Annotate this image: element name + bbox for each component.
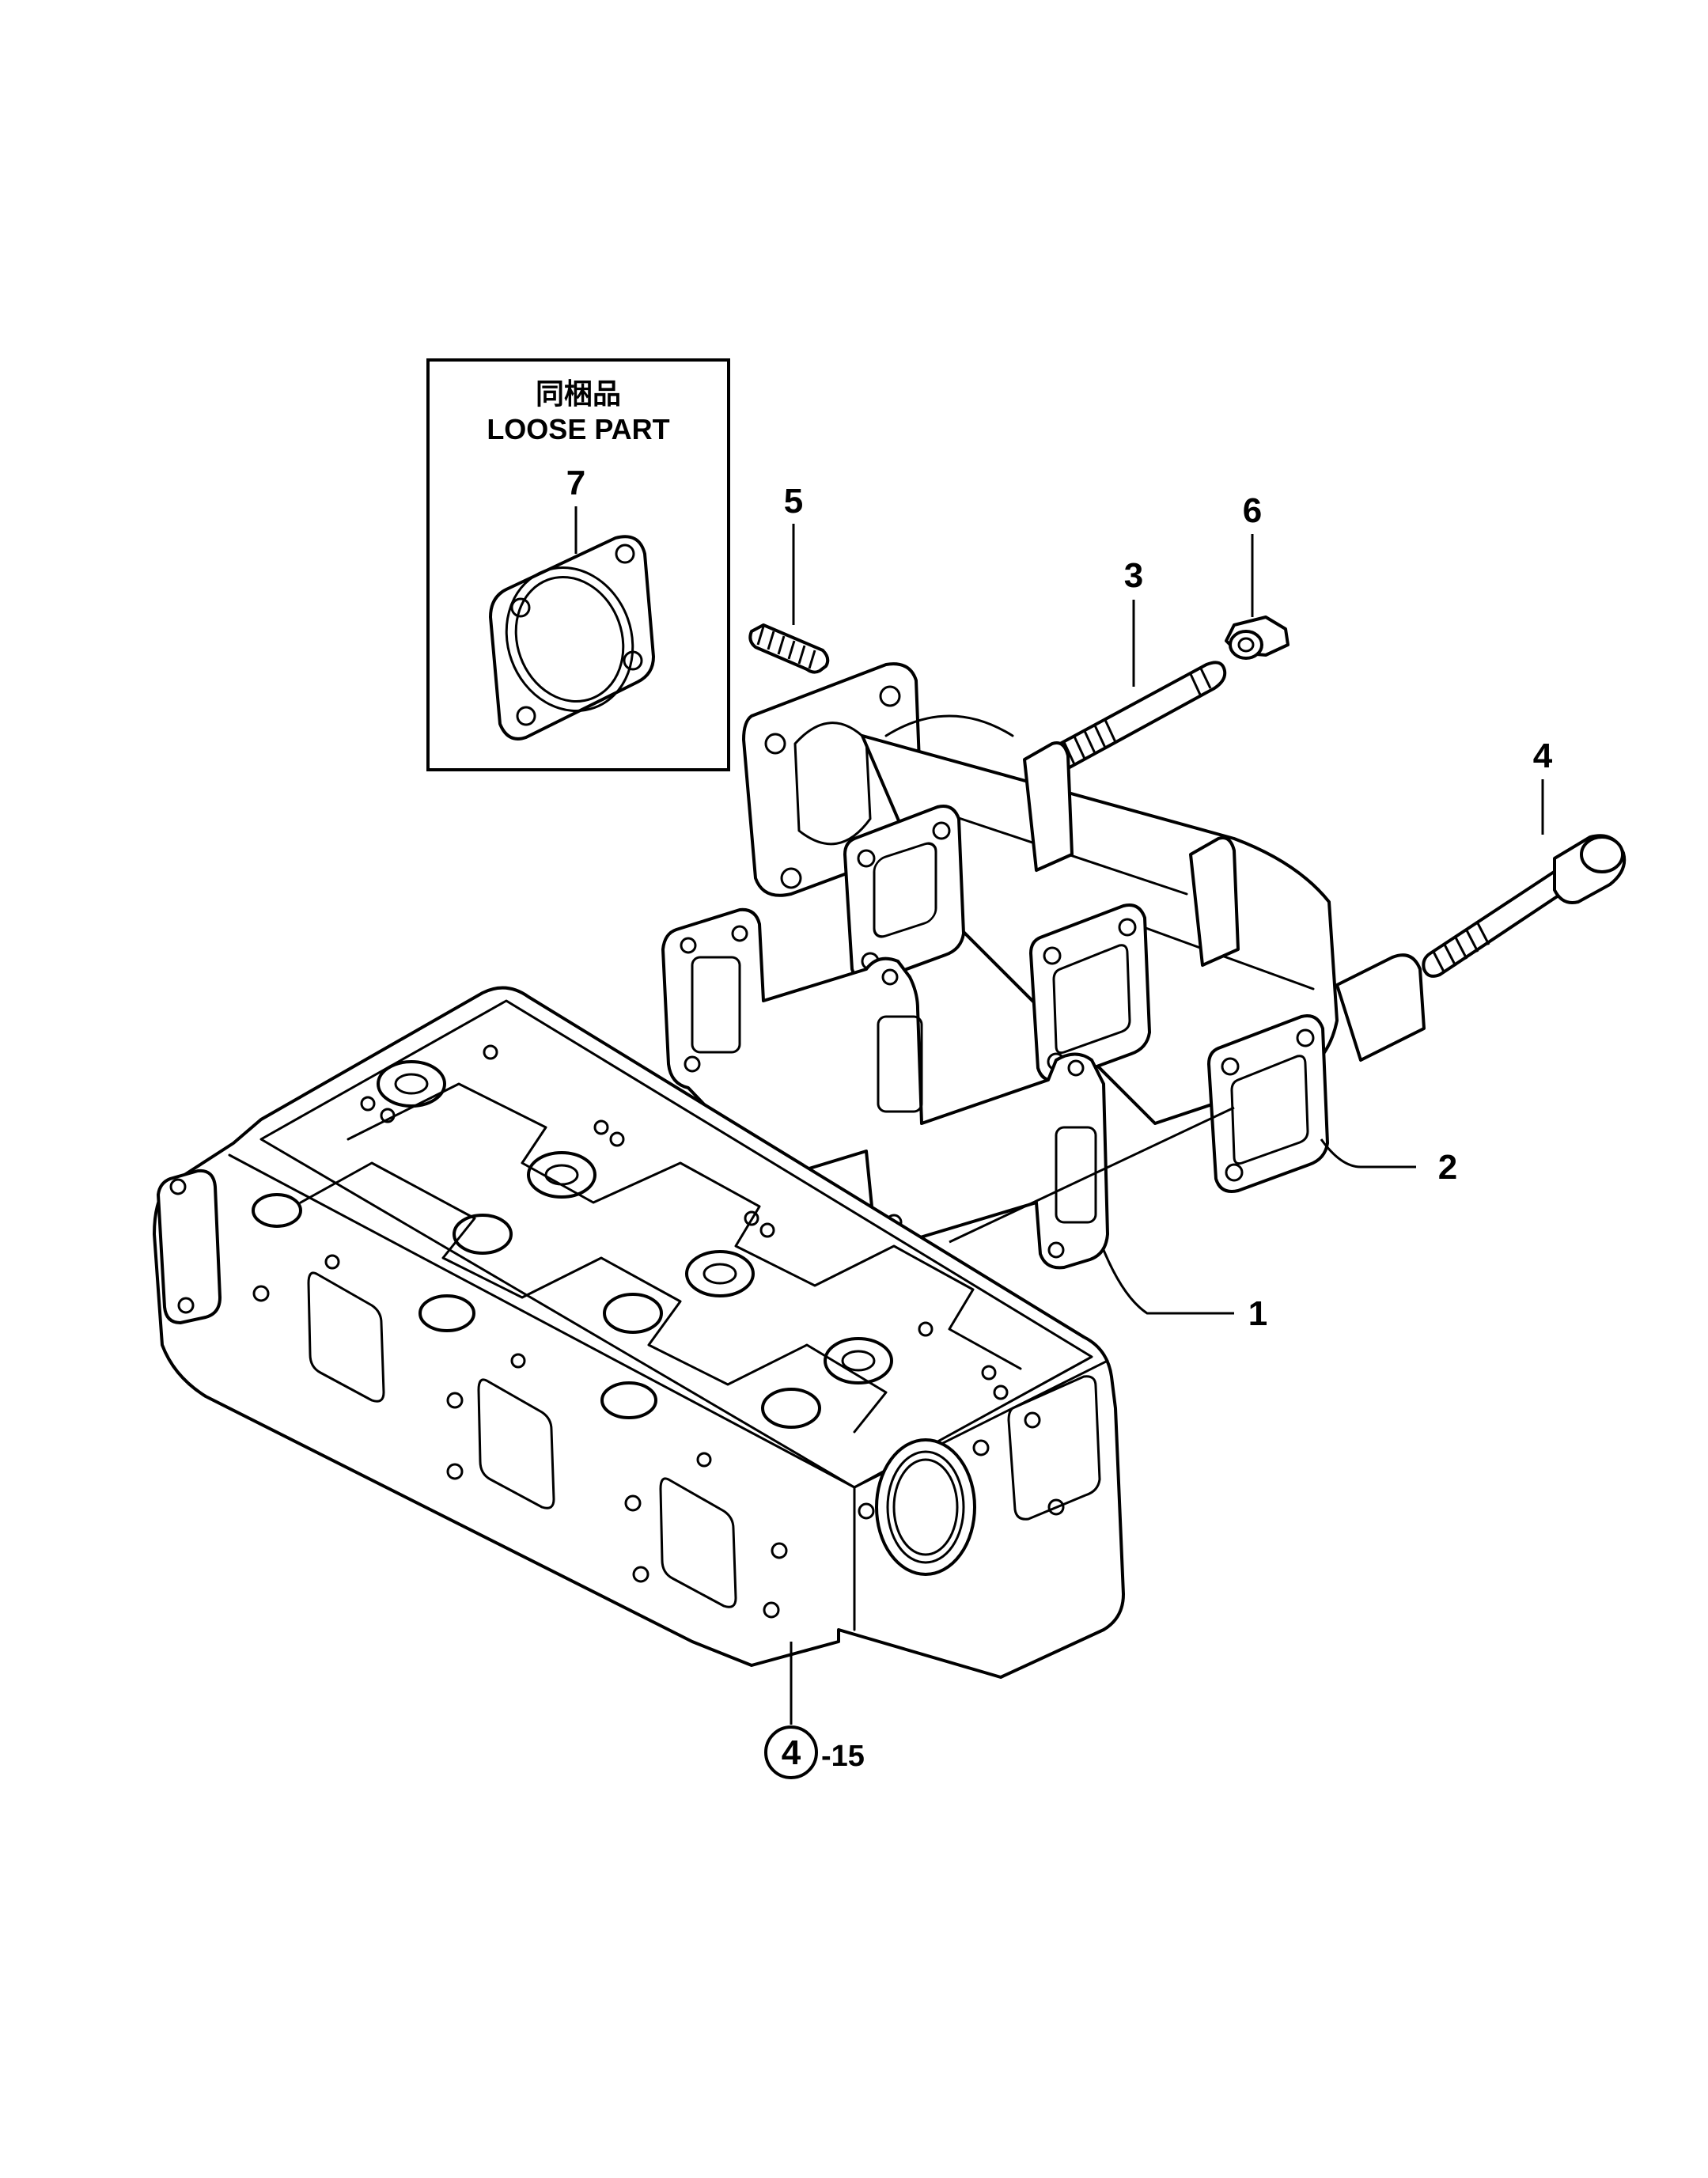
reference-circle — [764, 1725, 818, 1779]
reference-circled-number: 4 — [782, 1733, 801, 1772]
callout-2: 2 — [1438, 1148, 1457, 1187]
intake-ports — [307, 1271, 737, 1608]
deck-holes — [324, 1044, 1009, 1468]
callout-5: 5 — [784, 482, 803, 521]
loose-gasket-7 — [489, 535, 655, 741]
loose-part-title-jp: 同梱品 — [536, 377, 621, 410]
callout-1: 1 — [1248, 1294, 1267, 1333]
callout-7: 7 — [566, 464, 585, 502]
reference-suffix: -15 — [821, 1740, 865, 1773]
stud-bolt-5: 5 — [748, 482, 830, 674]
loose-part-box: 同梱品 LOOSE PART 7 — [426, 358, 730, 771]
loose-part-title-en: LOOSE PART — [487, 413, 669, 445]
reference-tag: 4 -15 — [764, 1725, 865, 1779]
exhaust-gasket-1: 1 — [661, 907, 1267, 1333]
leader-1 — [1102, 1249, 1234, 1315]
callout-4: 4 — [1533, 737, 1553, 775]
alignment-line — [949, 1106, 1235, 1244]
exhaust-manifold-2: 2 — [742, 662, 1457, 1193]
bolt-3: 3 — [1050, 556, 1227, 771]
leader-2 — [1320, 1138, 1416, 1169]
rocker-bosses — [252, 1060, 893, 1429]
callout-6: 6 — [1243, 491, 1262, 530]
callout-3: 3 — [1124, 556, 1143, 595]
flange-nut-6: 6 — [1225, 491, 1290, 660]
flange-bolt-4: 4 — [1422, 737, 1627, 978]
water-outlet-port — [858, 1438, 990, 1576]
cylinder-head — [153, 986, 1125, 1725]
